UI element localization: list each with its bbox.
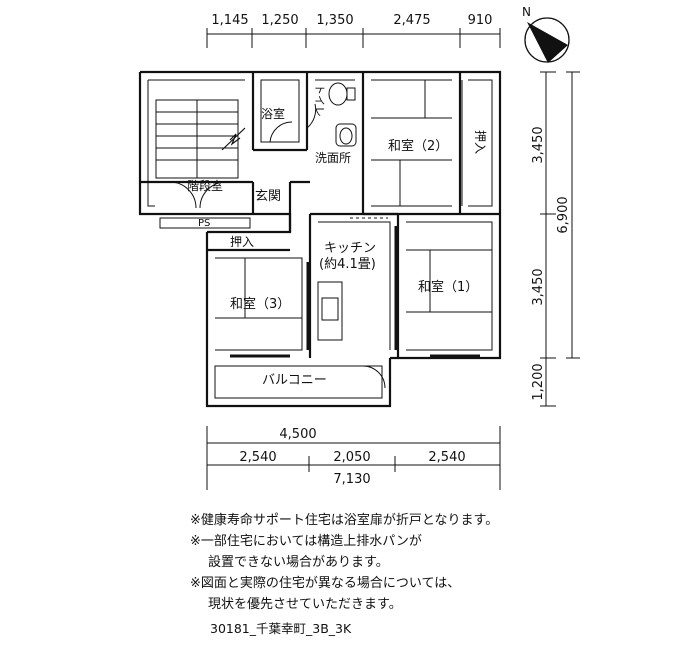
note-1: ※健康寿命サポート住宅は浴室扉が折戸となります。 xyxy=(190,513,499,528)
note-3: ※図面と実際の住宅が異なる場合については、 xyxy=(190,576,461,591)
top-dim-3: 1,350 xyxy=(316,13,353,28)
right-dim-total: 6,900 xyxy=(556,196,571,233)
washroom-label: 洗面所 xyxy=(315,151,351,165)
bottom-dim-2: 2,050 xyxy=(333,450,370,465)
tatami-layout xyxy=(215,80,492,389)
north-arrow-icon: N xyxy=(522,5,570,63)
entrance-label: 玄関 xyxy=(255,189,281,204)
walls xyxy=(138,70,502,408)
top-dim-2: 1,250 xyxy=(261,13,298,28)
note-3-cont: 現状を優先させていただきます。 xyxy=(208,597,402,612)
bottom-dimension-line xyxy=(206,426,501,490)
oshiire-right-label: 押入 xyxy=(473,130,487,154)
note-2: ※一部住宅においては構造上排水パンが xyxy=(190,534,422,549)
right-dim-1: 3,450 xyxy=(531,126,546,163)
kitchen-size-label: (約4.1畳) xyxy=(319,257,376,272)
right-dim-2: 3,450 xyxy=(531,268,546,305)
oshiire-left-label: 押入 xyxy=(230,235,254,249)
top-dim-1: 1,145 xyxy=(211,13,248,28)
top-dim-5: 910 xyxy=(468,13,493,28)
washitsu1-label: 和室（1） xyxy=(418,279,478,295)
bottom-dim-total: 7,130 xyxy=(333,472,370,487)
bottom-dim-1: 2,540 xyxy=(239,450,276,465)
staircase xyxy=(155,99,246,209)
note-2-cont: 設置できない場合があります。 xyxy=(208,555,389,570)
bathroom-fixtures xyxy=(269,82,357,147)
bottom-dim-4500: 4,500 xyxy=(279,427,316,442)
toilet-label: トイレ xyxy=(313,84,326,117)
bath-label: 浴室 xyxy=(261,106,285,121)
top-dim-4: 2,475 xyxy=(393,13,430,28)
notes: ※健康寿命サポート住宅は浴室扉が折戸となります。 ※一部住宅においては構造上排水… xyxy=(190,510,690,615)
inner-wall-lines xyxy=(147,79,493,399)
stairs-label: 階段室 xyxy=(187,178,223,193)
bottom-dim-3: 2,540 xyxy=(428,450,465,465)
file-id: 30181_千葉幸町_3B_3K xyxy=(210,621,352,636)
top-dimension-line xyxy=(206,28,501,48)
compass-label: N xyxy=(522,5,531,19)
washitsu2-label: 和室（2） xyxy=(388,138,448,154)
ps-label: PS xyxy=(198,218,210,229)
kitchen-label: キッチン xyxy=(324,241,376,256)
balcony-label: バルコニー xyxy=(262,373,327,388)
right-dimension-line xyxy=(540,71,580,407)
right-dim-3: 1,200 xyxy=(531,363,546,400)
washitsu3-label: 和室（3） xyxy=(230,296,290,312)
